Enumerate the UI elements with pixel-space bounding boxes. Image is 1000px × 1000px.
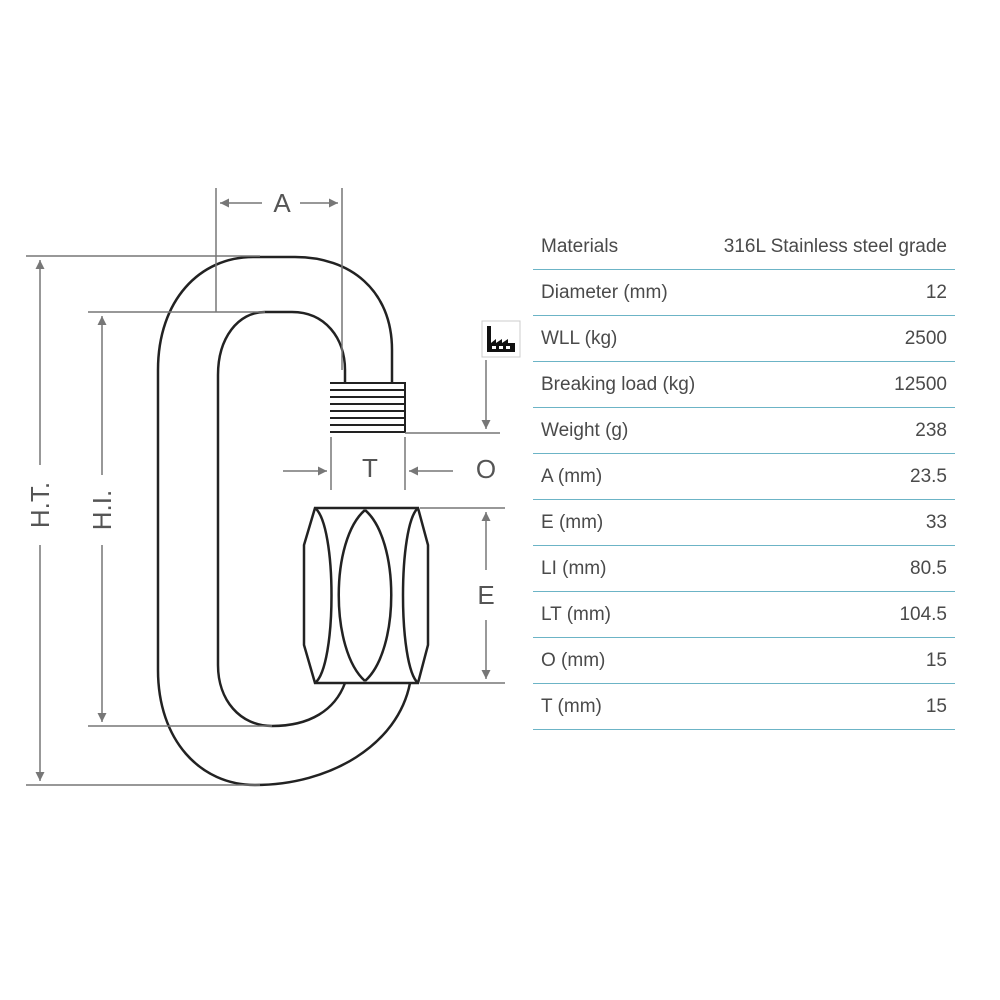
dimension-ht-label: H.T. <box>25 482 55 528</box>
spec-value: 2500 <box>708 315 955 362</box>
spec-label: O (mm) <box>533 637 709 684</box>
dimension-o-label: O <box>476 454 496 484</box>
spec-value: 12 <box>708 269 955 316</box>
spec-label: Diameter (mm) <box>533 269 709 316</box>
spec-row: WLL (kg)2500 <box>533 315 955 362</box>
spec-row: Diameter (mm)12 <box>533 269 955 316</box>
spec-label: T (mm) <box>533 683 709 730</box>
spec-value: 80.5 <box>708 545 955 592</box>
spec-value: 23.5 <box>708 453 955 500</box>
spec-row: LI (mm)80.5 <box>533 545 955 592</box>
dimension-lines <box>26 188 505 786</box>
outer-outline <box>156 255 412 787</box>
spec-row: LT (mm)104.5 <box>533 591 955 638</box>
spec-value: 238 <box>708 407 955 454</box>
spec-label: LI (mm) <box>533 545 709 592</box>
spec-value: 316L Stainless steel grade <box>708 224 955 270</box>
spec-label: Materials <box>533 224 709 270</box>
spec-label: Breaking load (kg) <box>533 361 709 408</box>
factory-icon <box>481 320 521 358</box>
spec-row: E (mm)33 <box>533 499 955 546</box>
quick-link-body <box>156 255 412 787</box>
spec-label: E (mm) <box>533 499 709 546</box>
dimension-e-label: E <box>477 580 494 610</box>
spec-row: Weight (g)238 <box>533 407 955 454</box>
threaded-section <box>330 382 406 433</box>
spec-value: 12500 <box>708 361 955 408</box>
dimension-t-label: T <box>362 453 378 483</box>
spec-row: T (mm)15 <box>533 683 955 730</box>
spec-row: Breaking load (kg)12500 <box>533 361 955 408</box>
spec-label: WLL (kg) <box>533 315 709 362</box>
hex-nut <box>302 506 430 685</box>
spec-row: A (mm)23.5 <box>533 453 955 500</box>
spec-label: A (mm) <box>533 453 709 500</box>
spec-value: 15 <box>708 637 955 684</box>
spec-row: O (mm)15 <box>533 637 955 684</box>
spec-value: 104.5 <box>708 591 955 638</box>
dimension-a-label: A <box>273 188 291 218</box>
spec-label: Weight (g) <box>533 407 709 454</box>
spec-value: 15 <box>708 683 955 730</box>
dimension-hi-label: H.I. <box>87 490 117 530</box>
spec-label: LT (mm) <box>533 591 709 638</box>
inner-outline <box>216 310 347 728</box>
spec-value: 33 <box>708 499 955 546</box>
